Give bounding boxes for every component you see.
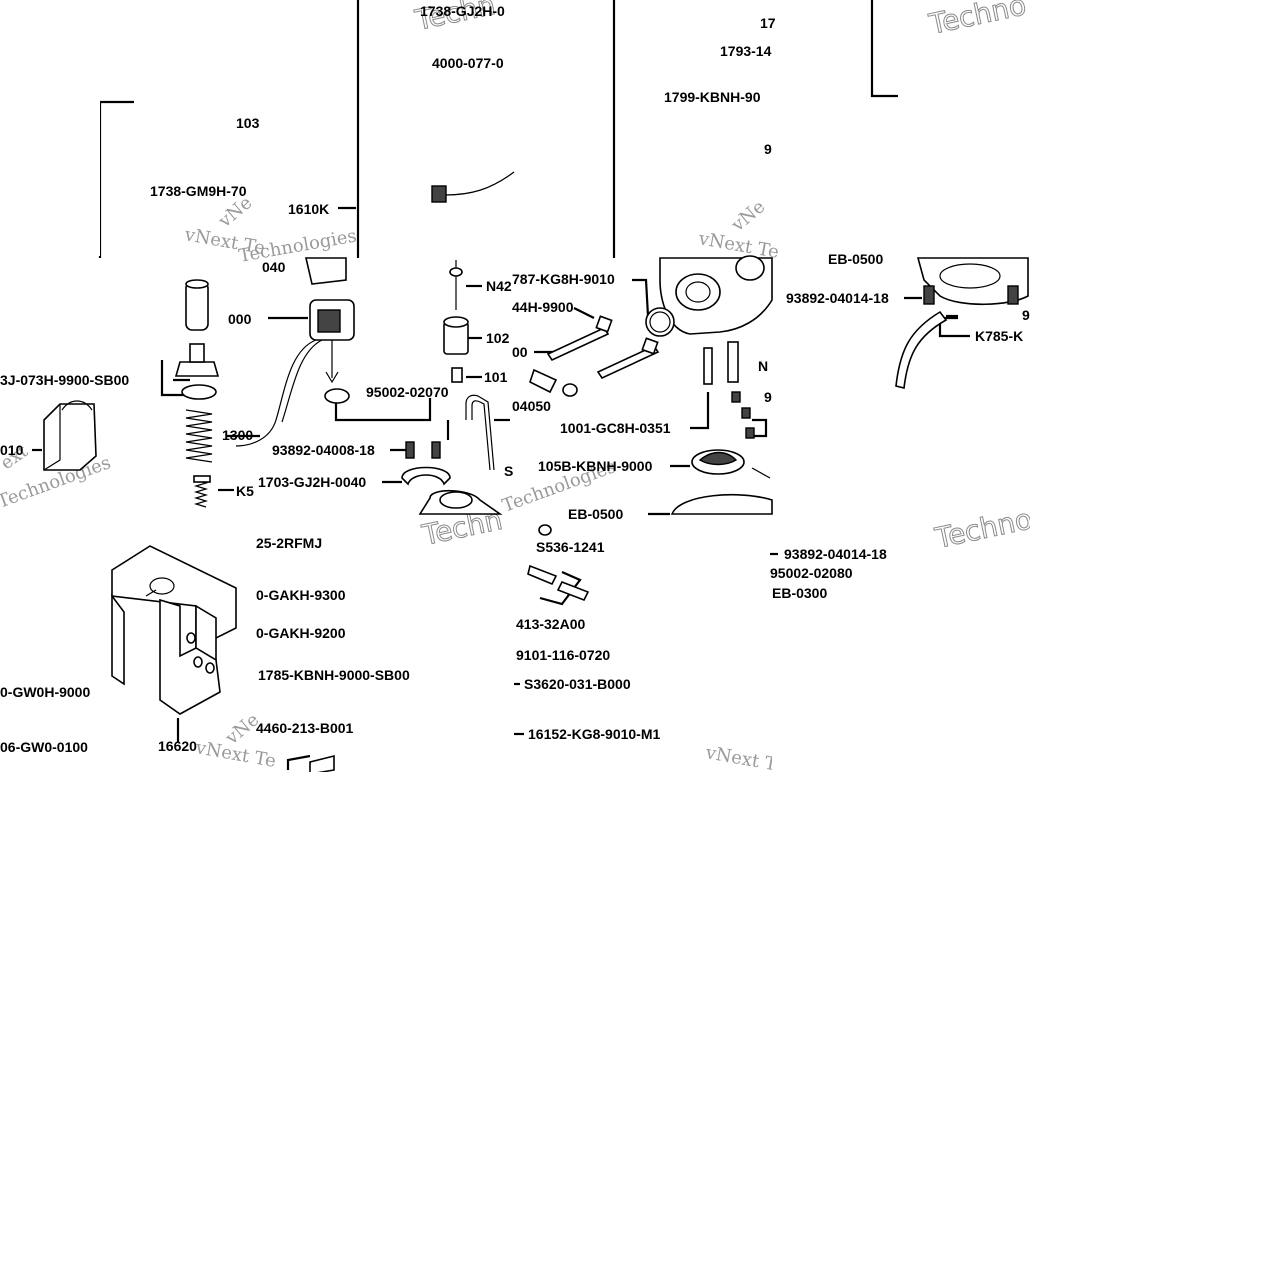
part-label: EB-0500 — [568, 506, 623, 522]
drain-hose — [895, 310, 948, 389]
part-label: 1300 — [222, 427, 253, 443]
part-label: 9101-116-0720 — [516, 647, 610, 663]
part-label: 44H-9900 — [512, 299, 574, 315]
part-label: 0-GW0H-9000 — [0, 684, 90, 700]
part-label: 103 — [236, 115, 260, 131]
part-label: 010 — [0, 442, 24, 458]
cap-nut — [174, 361, 220, 377]
part-label: 413-32A00 — [516, 616, 585, 632]
part-label: 102 — [486, 330, 510, 346]
part-label: 00 — [512, 344, 528, 360]
part-label: S3620-031-B000 — [524, 676, 631, 692]
part-label: 0-GAKH-9300 — [256, 587, 346, 603]
part-label: 1793-14 — [720, 43, 772, 59]
part-label: N42 — [486, 278, 512, 294]
part-label: 95002-02080 — [770, 565, 853, 581]
part-label: 105B-KBNH-9000 — [538, 458, 653, 474]
part-label: 1703-GJ2H-0040 — [258, 474, 366, 490]
gasket-ring — [181, 384, 217, 400]
part-label: 9 — [764, 389, 772, 405]
part-label: 9 — [764, 141, 772, 157]
part-label: 1785-KBNH-9000-SB00 — [258, 667, 410, 683]
part-label: 040 — [262, 259, 286, 275]
part-label: 4000-077-0 — [432, 55, 504, 71]
part-label: 93892-04014-18 — [786, 290, 889, 306]
part-label: 3J-073H-9900-SB00 — [0, 372, 129, 388]
part-label: K5 — [236, 483, 254, 499]
spring — [185, 409, 213, 463]
part-label: EB-0300 — [772, 585, 827, 601]
part-drawings — [43, 171, 1029, 775]
part-label: 101 — [484, 369, 508, 385]
connector — [431, 185, 447, 203]
heat-shield — [111, 545, 237, 715]
part-label: 95002-02070 — [366, 384, 449, 400]
part-labels: 1738-GJ2H-0 4000-077-0 17 1793-14 1799-K… — [0, 3, 1030, 755]
part-label: N — [758, 358, 768, 374]
part-label: S536-1241 — [536, 539, 605, 555]
part-label: 17 — [760, 15, 776, 31]
part-label: 0-GAKH-9200 — [256, 625, 346, 641]
part-label: 16620 — [158, 738, 197, 754]
part-label: 9 — [1022, 307, 1030, 323]
filter-box — [43, 403, 97, 471]
part-label: 4460-213-B001 — [256, 720, 354, 736]
part-label: 787-KG8H-9010 — [512, 271, 615, 287]
part-label: S — [504, 463, 513, 479]
part-label: 25-2RFMJ — [256, 535, 322, 551]
part-label: 000 — [228, 311, 252, 327]
sleeve — [185, 281, 209, 331]
part-label: 06-GW0-0100 — [0, 739, 88, 755]
part-label: 93892-04008-18 — [272, 442, 375, 458]
part-label: 16152-KG8-9010-M1 — [528, 726, 661, 742]
part-label: 1738-GJ2H-0 — [420, 3, 505, 19]
part-label: 1610K — [288, 201, 329, 217]
clamp — [401, 466, 451, 486]
bolts — [546, 315, 660, 380]
part-label: K785-K — [975, 328, 1023, 344]
part-label: 1738-GM9H-70 — [150, 183, 247, 199]
o-ring — [324, 388, 350, 404]
watermark: Techno — [926, 0, 1029, 41]
watermark: vNe — [727, 196, 769, 236]
part-label: 1799-KBNH-90 — [664, 89, 761, 105]
part-label: EB-0500 — [828, 251, 883, 267]
part-label: 1001-GC8H-0351 — [560, 420, 671, 436]
part-label: 93892-04014-18 — [784, 546, 887, 562]
part-label: 04050 — [512, 398, 551, 414]
